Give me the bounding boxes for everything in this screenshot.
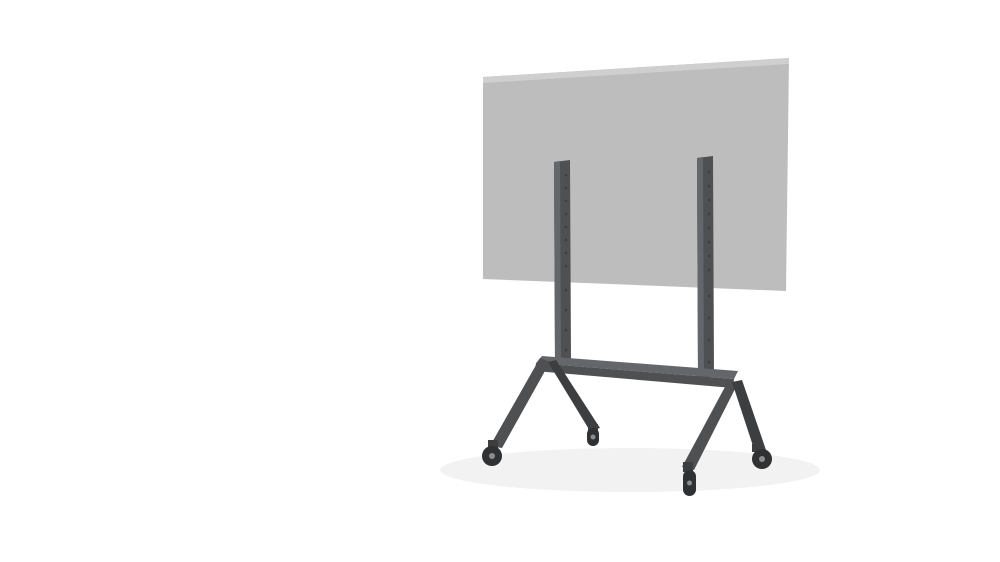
caster-rear-left [587, 424, 599, 446]
caster-front-right [683, 462, 696, 496]
caster-front-left [482, 440, 502, 466]
right-upright-holes [707, 170, 711, 364]
left-base-legs [490, 358, 600, 448]
right-upright [697, 156, 714, 377]
right-base-legs [682, 380, 766, 470]
display-panel-face [483, 58, 789, 291]
display-panel [483, 58, 789, 291]
base-crossbar [535, 356, 738, 388]
left-upright [554, 160, 571, 362]
floor-shadow [440, 448, 820, 492]
display-panel-top-edge [483, 58, 789, 83]
left-upright-holes [564, 173, 568, 352]
caster-rear-right [752, 444, 772, 469]
